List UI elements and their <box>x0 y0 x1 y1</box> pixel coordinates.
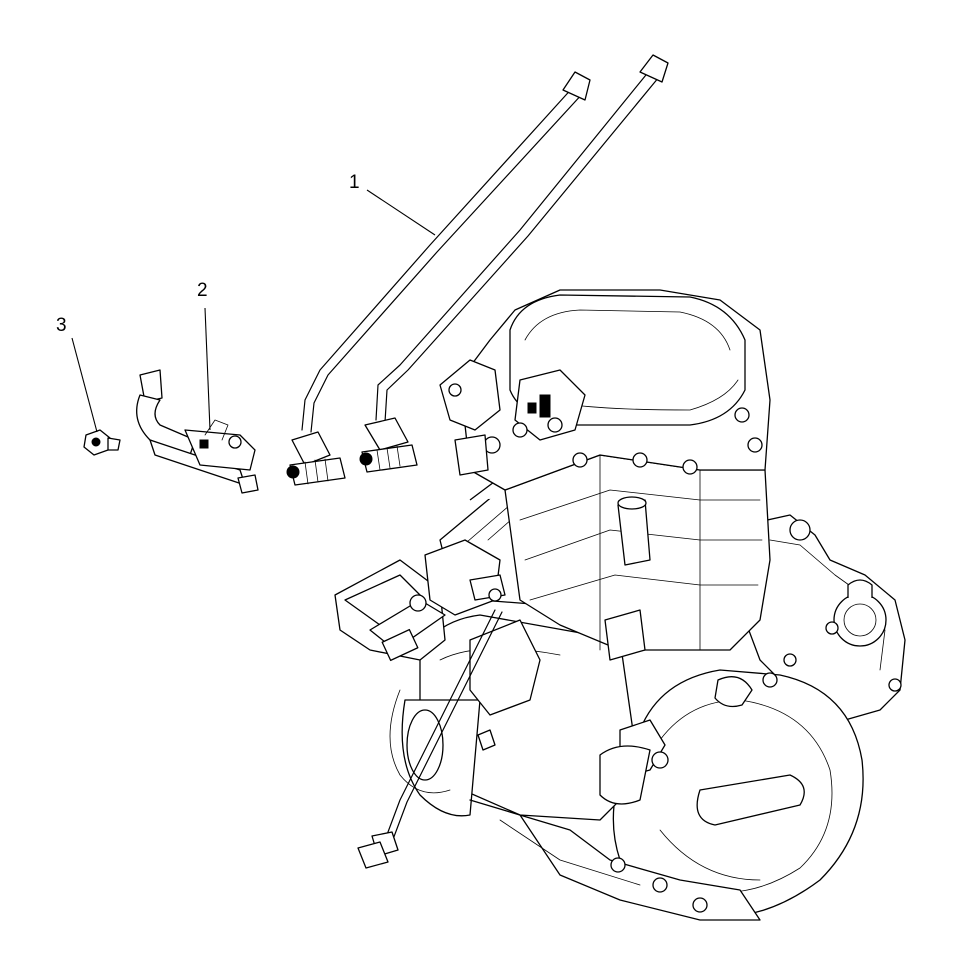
callout-leaders <box>71 189 436 433</box>
callout-labels: 1 2 3 <box>56 172 360 336</box>
callout-2: 2 <box>197 280 208 301</box>
part-2-fuel-rail <box>136 369 259 494</box>
callout-3: 3 <box>56 315 67 336</box>
engine-assembly <box>334 289 906 921</box>
leader-1 <box>366 189 436 236</box>
leader-2 <box>204 307 211 431</box>
callout-1: 1 <box>349 172 360 193</box>
part-3-nut <box>83 429 121 456</box>
leader-3 <box>71 337 98 433</box>
part-1-fuel-injector-harness <box>286 54 669 486</box>
